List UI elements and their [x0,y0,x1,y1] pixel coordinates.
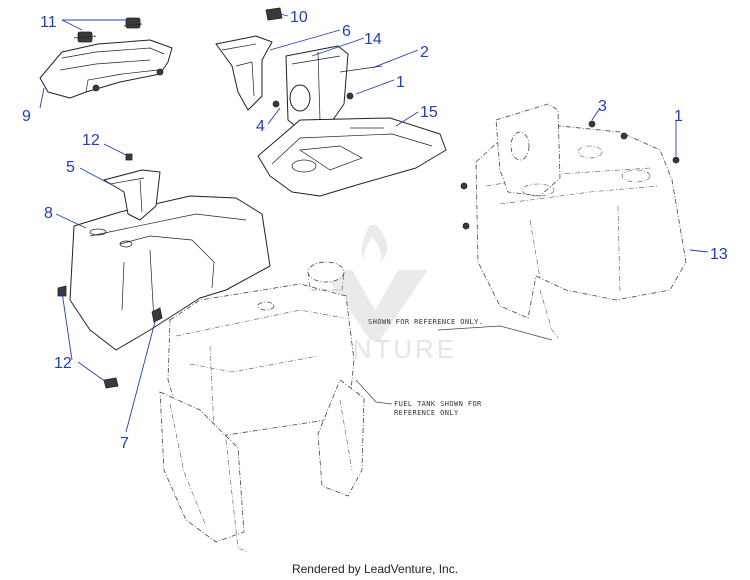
callout-13: 13 [710,246,728,263]
callout-10: 10 [290,9,308,26]
leader-lines [39,13,709,433]
callout-8: 8 [44,205,53,222]
fuel-cap-icon [307,261,345,283]
footer-credit: Rendered by LeadVenture, Inc. [291,562,459,576]
callout-12-upper: 12 [82,132,100,149]
note-fuel-tank-line-2: REFERENCE ONLY [394,409,459,417]
note-shown-for-reference: SHOWN FOR REFERENCE ONLY. [368,318,483,326]
bolt-icon [103,377,119,389]
note-fuel-tank-line-1: FUEL TANK SHOWN FOR [394,400,482,408]
callout-1-right: 1 [674,108,683,125]
callout-15: 15 [420,104,438,121]
callout-9: 9 [22,108,31,125]
callout-2: 2 [420,44,429,61]
plug-right-icon [125,17,141,29]
callout-4: 4 [256,118,265,135]
reference-notes: SHOWN FOR REFERENCE ONLY. FUEL TANK SHOW… [368,318,483,417]
callout-labels: 11 10 6 14 2 1 9 4 15 3 1 12 5 8 13 12 7 [22,9,728,452]
callout-14: 14 [364,31,382,48]
callout-11: 11 [40,14,57,31]
screw-icon [57,285,67,297]
callout-7: 7 [120,435,129,452]
callout-6: 6 [342,23,351,40]
spring-icon [265,7,283,21]
callout-1-upper: 1 [396,74,405,91]
callout-12-lower: 12 [54,355,72,372]
top-cover-assembly [39,17,173,99]
fuel-tank-reference [159,261,365,553]
callout-5: 5 [66,159,75,176]
rear-fender-reference [460,103,687,339]
callout-3: 3 [598,98,607,115]
seat-bracket-assembly [215,7,447,197]
clip-icon [151,307,163,323]
body-panel-assembly [57,153,271,389]
